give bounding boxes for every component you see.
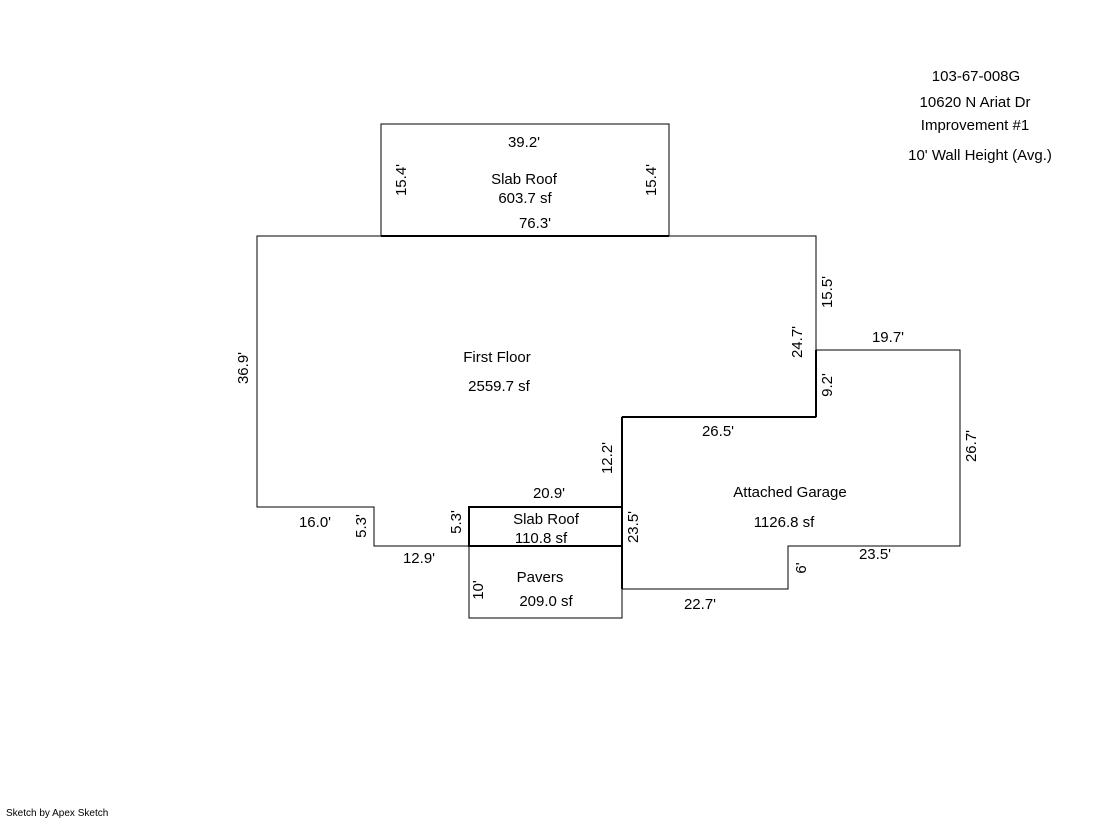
- pavers-outline: [468, 546, 623, 619]
- dim-slab-small-top: 20.9': [533, 485, 565, 502]
- dim-ff-inner-horizontal: 26.5': [702, 423, 734, 440]
- dim-pavers-left: 10': [470, 580, 487, 600]
- dim-slab-top-width: 39.2': [508, 134, 540, 151]
- dim-slab-top-right: 15.4': [643, 164, 660, 196]
- garage-outline: [622, 349, 961, 590]
- wall-height: 10' Wall Height (Avg.): [908, 147, 1052, 164]
- dim-garage-bottom-right: 23.5': [859, 546, 891, 563]
- garage-area: 1126.8 sf: [754, 514, 815, 531]
- improvement-label: Improvement #1: [921, 117, 1029, 134]
- garage-name: Attached Garage: [733, 484, 846, 501]
- dim-garage-right: 26.7': [963, 430, 980, 462]
- dim-garage-notch: 9.2': [819, 373, 836, 397]
- dim-slab-top-left: 15.4': [393, 164, 410, 196]
- dim-ff-bottom-left: 16.0': [299, 514, 331, 531]
- first-floor-outline-left: [256, 235, 469, 547]
- dim-garage-top: 19.7': [872, 329, 904, 346]
- dim-ff-right-total: 24.7': [789, 326, 806, 358]
- sketch-credit: Sketch by Apex Sketch: [6, 808, 109, 819]
- dim-ff-right-upper: 15.5': [819, 276, 836, 308]
- property-address: 10620 N Ariat Dr: [920, 94, 1031, 111]
- dim-garage-bottom-left: 22.7': [684, 596, 716, 613]
- dim-ff-top: 76.3': [519, 215, 551, 232]
- dim-slab-small-left: 5.3': [448, 510, 465, 534]
- first-floor-name: First Floor: [463, 349, 531, 366]
- dim-garage-step: 6': [793, 562, 810, 573]
- first-floor-area: 2559.7 sf: [468, 378, 531, 395]
- slab-roof-top-name: Slab Roof: [491, 171, 558, 188]
- dim-ff-step-bottom: 12.9': [403, 550, 435, 567]
- dim-ff-step-left: 5.3': [353, 514, 370, 538]
- first-floor-outline-right: [621, 235, 817, 507]
- dim-ff-left: 36.9': [235, 352, 252, 384]
- slab-roof-top-area: 603.7 sf: [498, 190, 552, 207]
- slab-roof-small-outline: [468, 506, 623, 547]
- slab-roof-small-area: 110.8 sf: [515, 530, 568, 547]
- parcel-id: 103-67-008G: [932, 68, 1020, 85]
- dim-ff-inner-vertical: 12.2': [599, 442, 616, 474]
- slab-roof-small-name: Slab Roof: [513, 511, 580, 528]
- dim-garage-left: 23.5': [625, 511, 642, 543]
- pavers-name: Pavers: [517, 569, 564, 586]
- pavers-area: 209.0 sf: [519, 593, 573, 610]
